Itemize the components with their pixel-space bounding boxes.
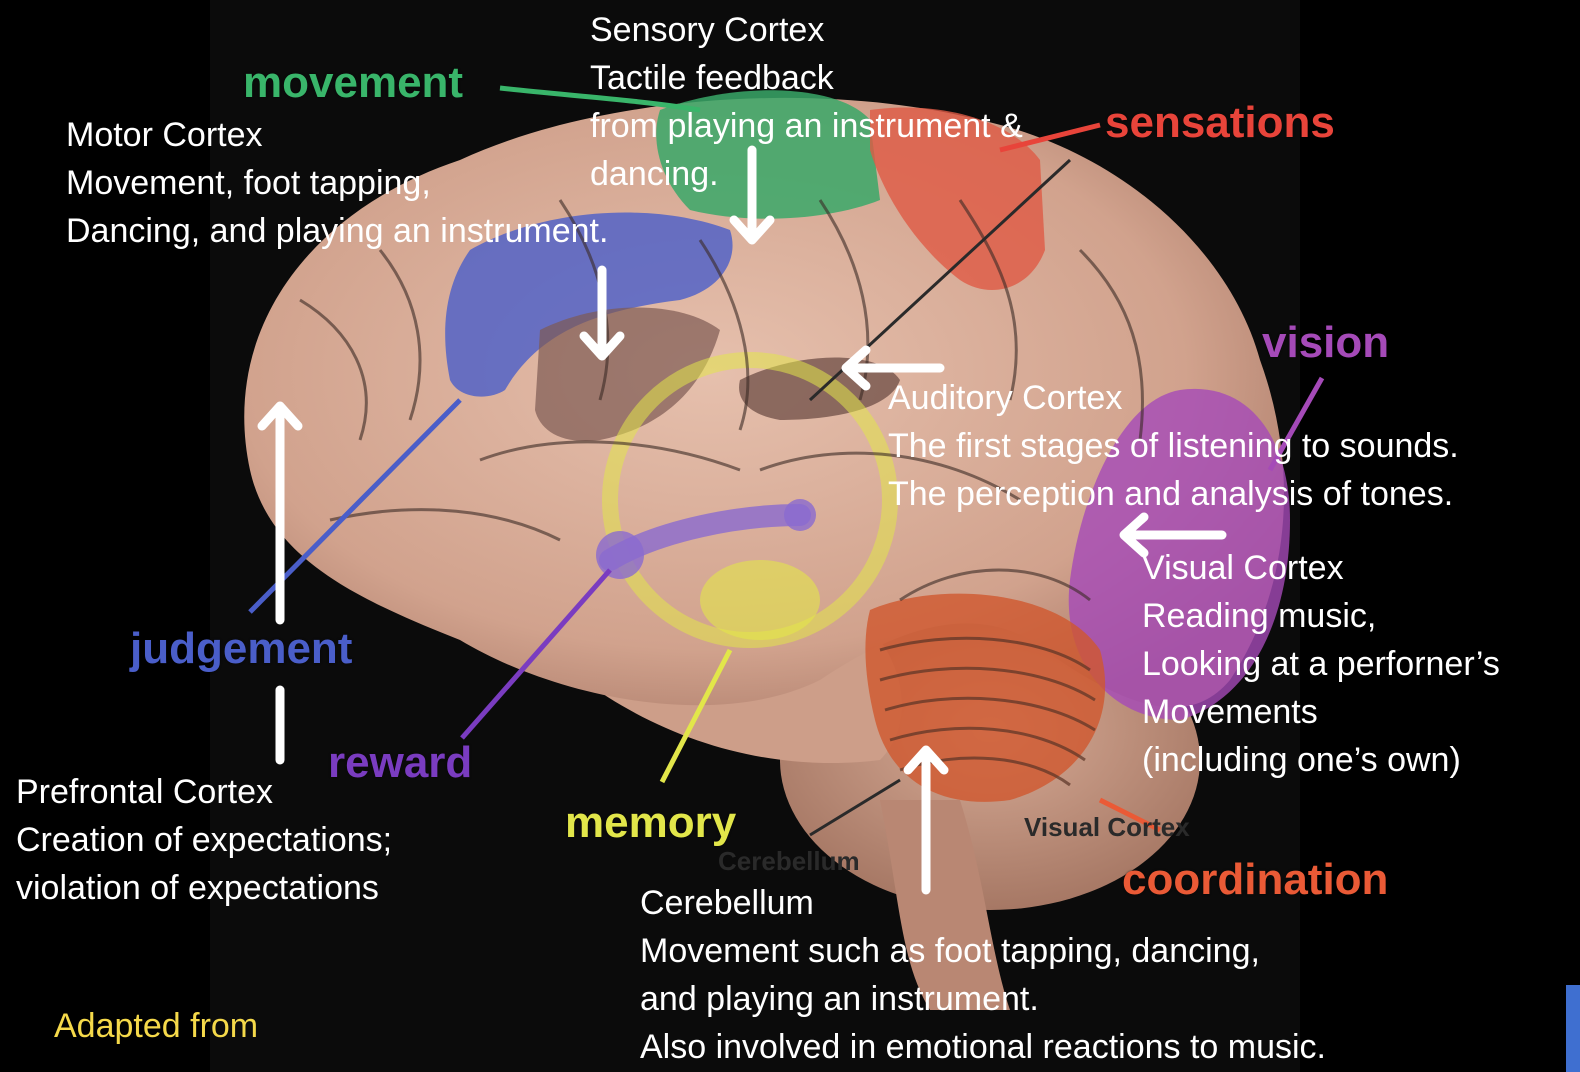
visual-cortex-line: Looking at a perforner’s [1142,640,1500,688]
region-reward-node-1 [596,531,644,579]
visual-cortex-line: (including one’s own) [1142,736,1500,784]
visual-cortex-line: Movements [1142,688,1500,736]
auditory-cortex-line: The first stages of listening to sounds. [888,422,1459,470]
judgement-tag: judgement [130,624,352,674]
motor-cortex-line: Dancing, and playing an instrument. [66,207,608,255]
cerebellum-line: Also involved in emotional reactions to … [640,1023,1326,1071]
sensations-tag: sensations [1105,98,1335,148]
prefrontal-cortex-title: Prefrontal Cortex [16,768,392,816]
edge-accent [1566,985,1580,1072]
sensory-cortex-line: Tactile feedback [590,54,1023,102]
region-memory-core [700,560,820,640]
motor-cortex-note: Motor Cortex Movement, foot tapping, Dan… [66,111,608,255]
visual-cortex-title: Visual Cortex [1142,544,1500,592]
credit-text: Adapted from [54,1003,258,1049]
cerebellum-title: Cerebellum [640,879,1326,927]
sensory-cortex-line: dancing. [590,150,1023,198]
motor-cortex-title: Motor Cortex [66,111,608,159]
memory-tag: memory [565,798,736,848]
sensory-cortex-title: Sensory Cortex [590,6,1023,54]
sensory-cortex-note: Sensory Cortex Tactile feedback from pla… [590,6,1023,198]
vision-tag: vision [1262,318,1389,368]
auditory-cortex-title: Auditory Cortex [888,374,1459,422]
motor-cortex-line: Movement, foot tapping, [66,159,608,207]
movement-tag: movement [243,58,463,108]
prefrontal-cortex-note: Prefrontal Cortex Creation of expectatio… [16,768,392,912]
prefrontal-cortex-line: violation of expectations [16,864,392,912]
sensory-cortex-line: from playing an instrument & [590,102,1023,150]
cerebellum-line: Movement such as foot tapping, dancing, [640,927,1326,975]
auditory-cortex-line: The perception and analysis of tones. [888,470,1459,518]
region-reward-node-2 [784,499,816,531]
bg-cerebellum-label: Cerebellum [718,846,860,876]
auditory-cortex-note: Auditory Cortex The first stages of list… [888,374,1459,518]
visual-cortex-line: Reading music, [1142,592,1500,640]
cerebellum-line: and playing an instrument. [640,975,1326,1023]
visual-cortex-note: Visual Cortex Reading music, Looking at … [1142,544,1500,784]
bg-visual-cortex-label: Visual Cortex [1024,812,1190,842]
prefrontal-cortex-line: Creation of expectations; [16,816,392,864]
cerebellum-note: Cerebellum Movement such as foot tapping… [640,879,1326,1071]
